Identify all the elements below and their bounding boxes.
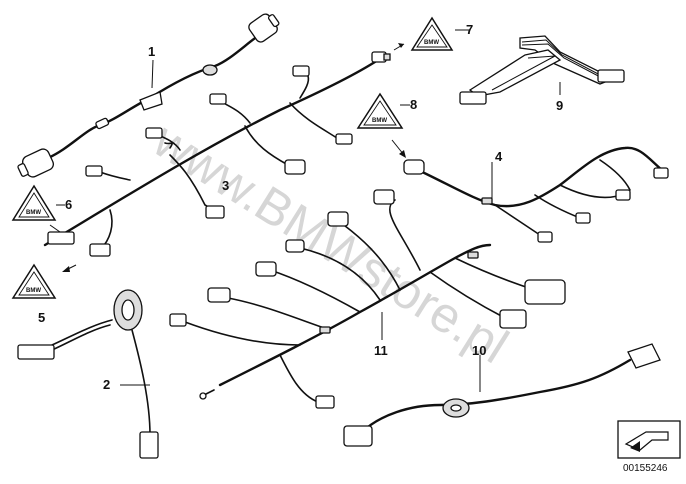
connector-part-11-e bbox=[255, 261, 277, 277]
warning-triangle-8: BMW bbox=[356, 92, 404, 129]
label-part-1: 1 bbox=[148, 44, 155, 59]
label-part-4: 4 bbox=[495, 149, 503, 164]
connector-top-part-1 bbox=[248, 13, 280, 43]
ribbon-cable-part-9 bbox=[459, 35, 625, 105]
connector-part-11-g bbox=[169, 313, 187, 327]
connector-part-11-i bbox=[373, 189, 395, 205]
branch-connector-h bbox=[47, 231, 75, 245]
warning-triangle-6: BMW bbox=[11, 184, 57, 221]
label-part-2: 2 bbox=[103, 377, 110, 392]
ribbon-connector-left bbox=[459, 91, 487, 105]
branch-connector-b bbox=[209, 93, 227, 105]
connector-part-4-b bbox=[575, 212, 591, 224]
cable-part-2 bbox=[17, 289, 159, 459]
warning-triangle-7: BMW bbox=[410, 16, 454, 51]
reference-number: 00155246 bbox=[623, 463, 668, 474]
branch-connector-f bbox=[205, 205, 225, 219]
connector-left-part-1 bbox=[17, 148, 55, 178]
connector-part-10-right bbox=[627, 343, 661, 369]
branch-connector-d bbox=[284, 159, 306, 175]
harness-part-11 bbox=[169, 189, 566, 409]
label-part-3: 3 bbox=[222, 178, 229, 193]
connector-part-11-d bbox=[285, 239, 305, 253]
connector-part-2-left bbox=[17, 344, 55, 360]
cable-part-10 bbox=[343, 343, 661, 447]
branch-connector-a bbox=[292, 65, 310, 77]
branch-connector-i bbox=[89, 243, 111, 257]
connector-part-11-big bbox=[524, 279, 566, 305]
harness-part-1 bbox=[17, 13, 280, 178]
junction-block bbox=[139, 91, 163, 111]
label-part-10: 10 bbox=[472, 343, 486, 358]
harness-part-4 bbox=[403, 146, 669, 243]
svg-text:BMW: BMW bbox=[26, 210, 41, 216]
connector-part-2-bottom bbox=[139, 431, 159, 459]
reference-box: 00155246 bbox=[617, 420, 681, 474]
harness-part-3 bbox=[43, 43, 405, 272]
svg-text:BMW: BMW bbox=[372, 118, 387, 124]
label-part-8: 8 bbox=[410, 97, 417, 112]
connector-part-4-main bbox=[403, 159, 425, 175]
warning-triangle-5: BMW bbox=[11, 263, 57, 299]
connector-part-4-c bbox=[615, 189, 631, 201]
connector-part-4-a bbox=[537, 231, 553, 243]
label-part-6: 6 bbox=[65, 197, 72, 212]
connector-part-11-c bbox=[327, 211, 349, 227]
branch-connector-e bbox=[145, 127, 163, 139]
label-part-5: 5 bbox=[38, 310, 45, 325]
wire-clip bbox=[202, 64, 218, 76]
branch-connector-c bbox=[335, 133, 353, 145]
svg-text:BMW: BMW bbox=[26, 288, 41, 294]
connector-part-10-left bbox=[343, 425, 373, 447]
connector-part-11-h bbox=[315, 395, 335, 409]
label-part-7: 7 bbox=[466, 22, 473, 37]
svg-text:BMW: BMW bbox=[424, 40, 439, 46]
connector-part-11-f bbox=[207, 287, 231, 303]
connector-part-4-d bbox=[653, 167, 669, 179]
ribbon-connector-right bbox=[597, 69, 625, 83]
watermark: www.BMWstore.pl bbox=[143, 111, 518, 374]
label-part-11: 11 bbox=[374, 343, 388, 358]
connector-part-11-b bbox=[499, 309, 527, 329]
label-part-9: 9 bbox=[556, 98, 563, 113]
branch-connector-g bbox=[85, 165, 103, 177]
